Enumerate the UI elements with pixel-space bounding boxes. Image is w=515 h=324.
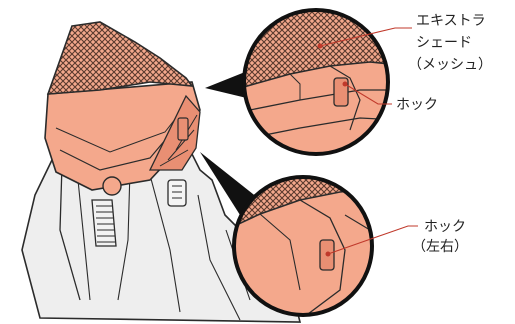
label-hook-bottom-2: （左右） <box>412 238 468 256</box>
zoom-circle-top <box>240 5 400 165</box>
label-extra-shade-2: シェード <box>416 34 472 52</box>
hook-main <box>178 118 188 140</box>
label-extra-shade-3: （メッシュ） <box>408 56 492 74</box>
harness-strap <box>92 200 116 246</box>
canopy-knob <box>103 177 121 195</box>
label-hook-top: ホック <box>396 96 438 114</box>
extra-shade-mesh <box>48 22 192 94</box>
label-extra-shade-1: エキストラ <box>416 12 486 30</box>
buckle <box>168 180 186 206</box>
label-hook-bottom-1: ホック <box>424 218 466 236</box>
